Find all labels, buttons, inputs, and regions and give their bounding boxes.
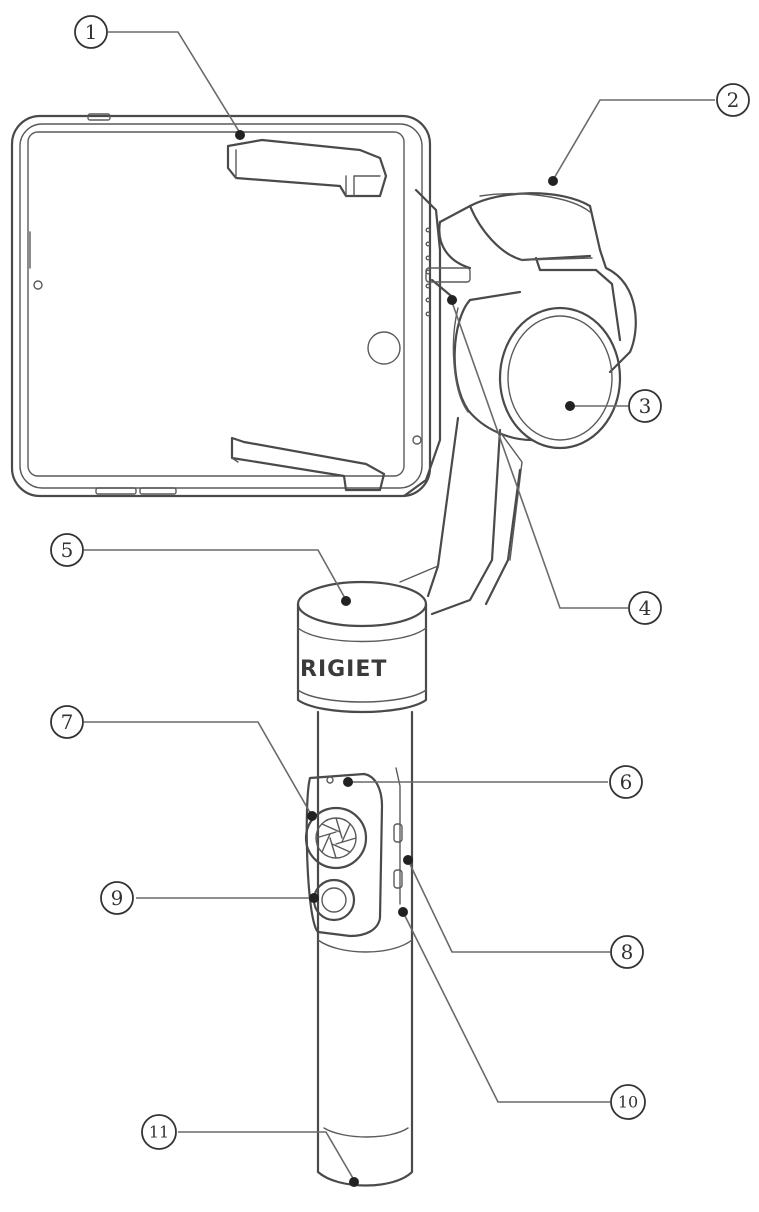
tilt-motor	[438, 192, 637, 374]
callout-2: 2	[716, 83, 750, 117]
callout-6: 6	[609, 765, 643, 799]
callout-label: 3	[639, 394, 652, 418]
brand-label: RIGIET	[300, 657, 387, 682]
callout-label: 7	[61, 710, 74, 734]
callout-label: 2	[727, 88, 740, 112]
callout-label: 8	[621, 940, 634, 964]
callout-9: 9	[100, 881, 134, 915]
function-button	[312, 878, 356, 922]
handle	[305, 710, 414, 1187]
callout-dot	[341, 596, 351, 606]
callout-dots	[235, 130, 575, 1187]
callout-10: 10	[610, 1084, 646, 1120]
callout-dot	[398, 907, 408, 917]
callout-8: 8	[610, 935, 644, 969]
callout-dot	[447, 295, 457, 305]
callout-label: 9	[111, 886, 124, 910]
callout-label: 6	[620, 770, 633, 794]
callout-4: 4	[628, 591, 662, 625]
callout-11: 11	[141, 1114, 177, 1150]
callout-dot	[565, 401, 575, 411]
callout-dot	[548, 176, 558, 186]
callout-label: 10	[618, 1093, 638, 1112]
smartphone	[10, 113, 432, 498]
joystick	[304, 806, 368, 870]
callout-dot	[309, 893, 319, 903]
callout-dot	[403, 855, 413, 865]
callout-dot	[307, 811, 317, 821]
callout-5: 5	[50, 533, 84, 567]
callout-dot	[343, 777, 353, 787]
pan-motor: RIGIET	[296, 580, 428, 714]
callout-label: 5	[61, 538, 74, 562]
callout-dot	[235, 130, 245, 140]
callout-7: 7	[50, 705, 84, 739]
callout-1: 1	[74, 15, 108, 49]
callout-label: 11	[149, 1123, 169, 1142]
callout-label: 4	[639, 596, 652, 620]
gimbal-arm	[399, 416, 523, 616]
roll-motor	[425, 267, 622, 450]
callout-3: 3	[628, 389, 662, 423]
phone-clamp	[226, 138, 442, 498]
callout-dot	[349, 1177, 359, 1187]
leader-lines	[84, 31, 715, 1181]
speaker-grille	[425, 227, 431, 317]
callout-label: 1	[85, 20, 98, 44]
